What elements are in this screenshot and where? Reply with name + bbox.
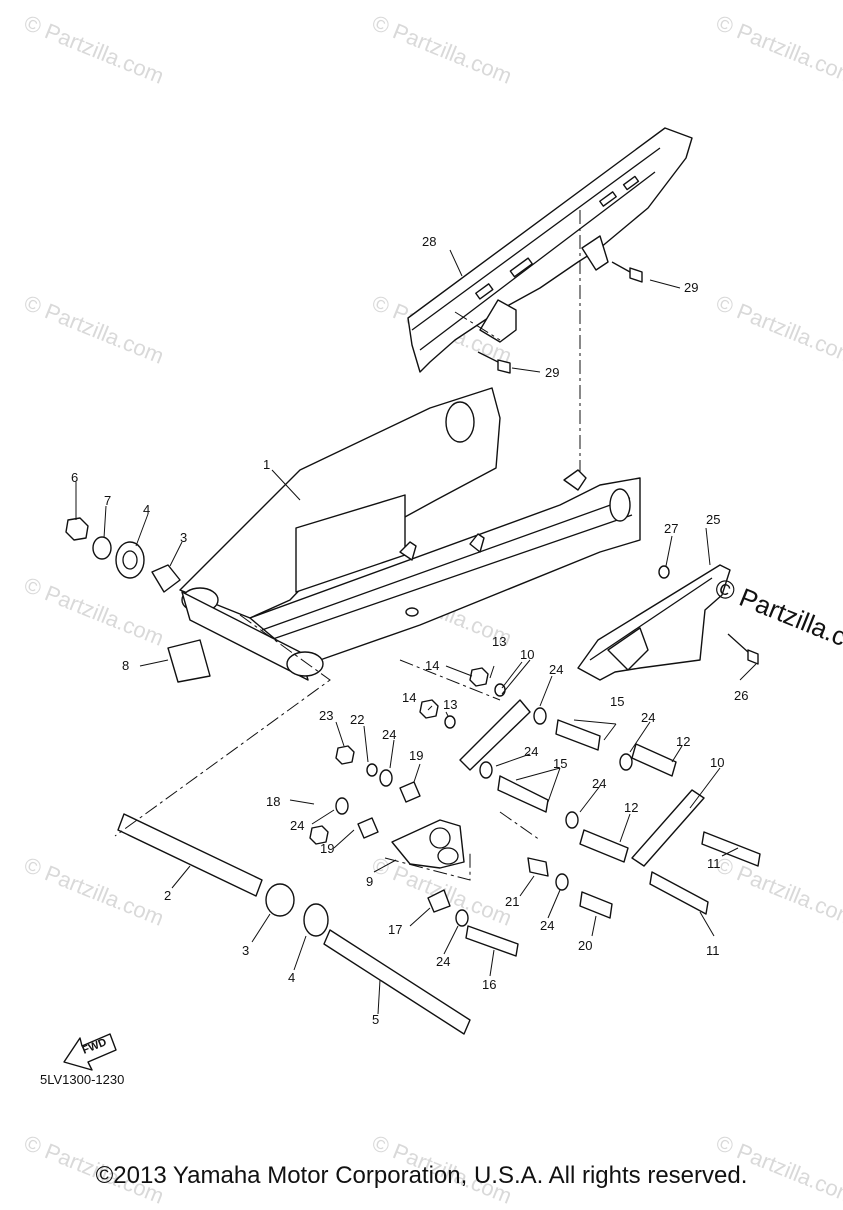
copyright-notice: ©2013 Yamaha Motor Corporation, U.S.A. A… — [95, 1162, 748, 1189]
callout-24: 24 — [436, 954, 450, 969]
callout-23: 23 — [319, 708, 333, 723]
pivot-shaft-5 — [323, 929, 471, 1035]
callout-12: 12 — [676, 734, 690, 749]
callout-14: 14 — [402, 690, 416, 705]
callout-26: 26 — [734, 688, 748, 703]
callout-20: 20 — [578, 938, 592, 953]
chain-case-bolt-upper — [611, 261, 643, 283]
rear-arm-part — [179, 387, 641, 681]
callout-29: 29 — [545, 365, 559, 380]
callout-4: 4 — [143, 502, 150, 517]
callout-15: 15 — [610, 694, 624, 709]
fwd-arrow-icon: FWD — [63, 1033, 117, 1071]
callout-16: 16 — [482, 977, 496, 992]
bushing-19-lower — [357, 817, 379, 839]
washer-24 — [455, 909, 469, 927]
callout-24: 24 — [290, 818, 304, 833]
callout-18: 18 — [266, 794, 280, 809]
callout-4: 4 — [288, 970, 295, 985]
callout-25: 25 — [706, 512, 720, 527]
callout-24: 24 — [540, 918, 554, 933]
bearing-lower — [497, 775, 549, 813]
callout-13: 13 — [492, 634, 506, 649]
callout-24: 24 — [524, 744, 538, 759]
callout-11: 11 — [707, 856, 721, 871]
collar-21 — [527, 857, 549, 877]
callout-13: 13 — [443, 697, 457, 712]
callout-24: 24 — [641, 710, 655, 725]
callout-21: 21 — [505, 894, 519, 909]
callout-10: 10 — [710, 755, 724, 770]
washer-24 — [479, 761, 493, 779]
collar-part — [658, 565, 670, 579]
bushing-3-lower — [265, 883, 295, 917]
bolt-lower — [649, 871, 709, 915]
callout-11: 11 — [706, 943, 720, 958]
callout-9: 9 — [366, 874, 373, 889]
washer-24 — [379, 769, 393, 787]
washer-24 — [565, 811, 579, 829]
bolt-upper — [701, 831, 761, 867]
callout-27: 27 — [664, 521, 678, 536]
callout-19: 19 — [320, 841, 334, 856]
callout-10: 10 — [520, 647, 534, 662]
chain-case-bolt-lower — [477, 351, 511, 374]
callout-3: 3 — [180, 530, 187, 545]
callout-7: 7 — [104, 493, 111, 508]
callout-19: 19 — [409, 748, 423, 763]
connecting-rod-upper — [459, 699, 531, 771]
chain-case-part — [407, 127, 693, 373]
bearing-upper — [555, 719, 601, 751]
diagram-code: 5LV1300-1230 — [40, 1072, 125, 1087]
bolt-16 — [465, 925, 519, 957]
pivot-washer — [92, 536, 112, 560]
callout-17: 17 — [388, 922, 402, 937]
pivot-bearing — [151, 564, 181, 593]
washer-22 — [366, 763, 378, 777]
callout-14: 14 — [425, 658, 439, 673]
pivot-shaft-2 — [117, 813, 263, 897]
callout-28: 28 — [422, 234, 436, 249]
nut-18 — [309, 825, 329, 845]
callout-2: 2 — [164, 888, 171, 903]
spacer-lower — [444, 715, 456, 729]
collar-17 — [427, 889, 451, 913]
callout-24: 24 — [382, 727, 396, 742]
connecting-rod-lower — [631, 789, 705, 867]
relay-arm-part — [391, 819, 465, 869]
bushing-19-upper — [399, 781, 421, 803]
pivot-oil-seal — [115, 541, 145, 579]
pivot-cover — [167, 639, 211, 683]
collar-upper — [631, 743, 677, 777]
callout-22: 22 — [350, 712, 364, 727]
chain-guide-part — [577, 564, 731, 681]
callout-12: 12 — [624, 800, 638, 815]
nut-23 — [335, 745, 355, 765]
callout-24: 24 — [592, 776, 606, 791]
callout-15: 15 — [553, 756, 567, 771]
washer-24 — [555, 873, 569, 891]
bolt-20 — [579, 891, 613, 919]
washer-24 — [619, 753, 633, 771]
pivot-nut — [65, 517, 89, 541]
callout-8: 8 — [122, 658, 129, 673]
washer-4-lower — [303, 903, 329, 937]
callout-1: 1 — [263, 457, 270, 472]
callout-6: 6 — [71, 470, 78, 485]
callout-29: 29 — [684, 280, 698, 295]
washer-24 — [533, 707, 547, 725]
callout-5: 5 — [372, 1012, 379, 1027]
washer-24 — [335, 797, 349, 815]
nut-upper — [469, 667, 489, 687]
chain-guide-bolt — [747, 649, 759, 665]
callout-24: 24 — [549, 662, 563, 677]
callout-3: 3 — [242, 943, 249, 958]
collar-lower — [579, 829, 629, 863]
